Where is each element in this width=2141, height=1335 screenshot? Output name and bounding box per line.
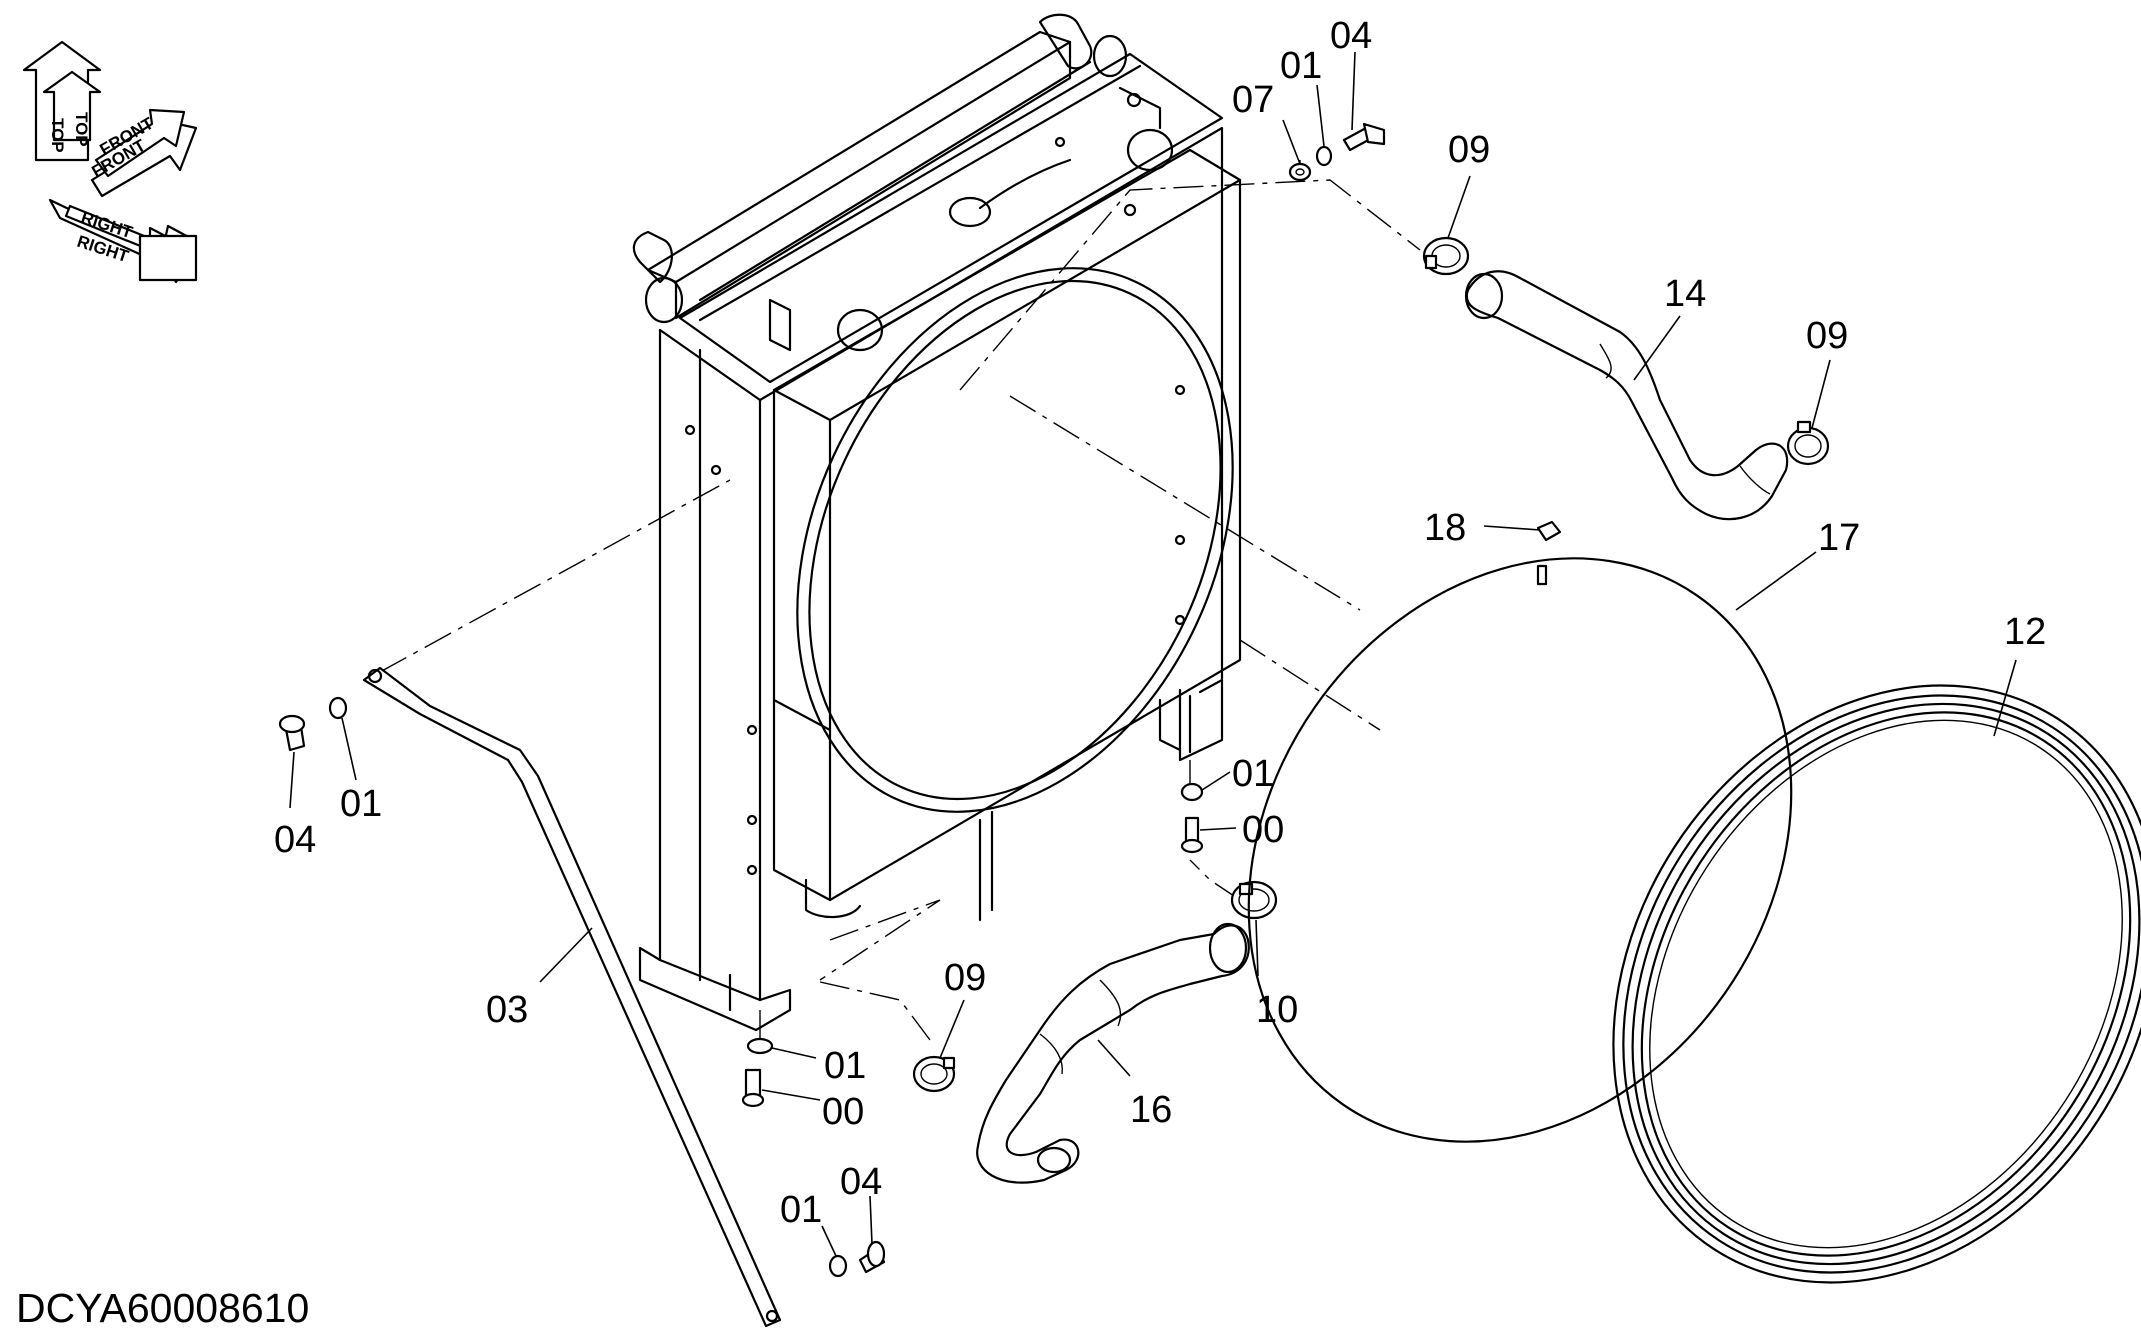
stay-03	[362, 666, 782, 1328]
part-label-04-top: 04	[1330, 15, 1372, 57]
leader-lines	[289, 51, 2017, 1257]
bolt-00-mid-icon	[1180, 816, 1204, 854]
bolt-04-stay-icon	[858, 1240, 886, 1274]
part-label-00-bottom: 00	[822, 1091, 864, 1133]
hose-clamp-10-icon	[1230, 880, 1278, 920]
part-label-01-mid: 01	[1232, 753, 1274, 795]
part-label-09-top: 09	[1448, 129, 1490, 171]
orient-top-label: TOP	[48, 118, 67, 153]
orient-top-label-2: TOP	[72, 112, 91, 147]
part-label-07: 07	[1232, 79, 1274, 121]
washer-01-stay-icon	[828, 1254, 848, 1278]
bolt-00-bottom-icon	[741, 1068, 765, 1108]
washer-01-left-icon	[328, 696, 348, 720]
part-labels: 07 01 04 09 14 09 18 17 12 01 00 04 01 0…	[274, 15, 2046, 1231]
clip-18-icon	[1536, 520, 1562, 586]
part-label-17: 17	[1818, 517, 1860, 559]
part-label-01-stay: 01	[780, 1189, 822, 1231]
hardware	[278, 122, 1830, 1278]
part-label-01-top: 01	[1280, 45, 1322, 87]
hose-clamp-09-bottom-icon	[912, 1055, 956, 1093]
radiator-assembly	[632, 13, 1242, 1032]
part-label-01-left: 01	[340, 783, 382, 825]
part-label-04-stay: 04	[840, 1161, 882, 1203]
lower-hose-16	[976, 922, 1250, 1184]
bolt-04-left-icon	[278, 714, 306, 752]
part-label-00-mid: 00	[1242, 809, 1284, 851]
part-label-03: 03	[486, 989, 528, 1031]
part-label-18: 18	[1424, 507, 1466, 549]
washer-01-bottom-icon	[746, 1037, 774, 1055]
hose-clamp-09-right-icon	[1786, 420, 1830, 466]
part-label-12: 12	[2004, 611, 2046, 653]
top-arrow-icon	[22, 40, 102, 162]
part-label-16: 16	[1130, 1089, 1172, 1131]
upper-hose-14	[1464, 270, 1789, 521]
part-label-10: 10	[1256, 989, 1298, 1031]
part-label-09-right: 09	[1806, 315, 1848, 357]
drawing-code: DCYA60008610	[16, 1285, 309, 1331]
bolt-04-top-icon	[1342, 122, 1386, 152]
part-label-01-bottom: 01	[824, 1045, 866, 1087]
right-arrow-icon	[48, 198, 198, 284]
part-label-14: 14	[1664, 273, 1706, 315]
washer-01-top-icon	[1315, 145, 1333, 167]
front-arrow-icon	[90, 108, 198, 198]
hose-clamp-09-top-icon	[1422, 236, 1470, 276]
nut-01-mid-icon	[1180, 782, 1204, 802]
shroud-ring-17	[1247, 557, 1793, 1143]
seal-12	[1612, 684, 2141, 1284]
part-label-09-bottom: 09	[944, 957, 986, 999]
orientation-key: TOP TOP FRONT FRONT RIGHT RIGHT	[22, 40, 198, 284]
washer-07-icon	[1288, 162, 1312, 182]
part-label-04-left: 04	[274, 819, 316, 861]
